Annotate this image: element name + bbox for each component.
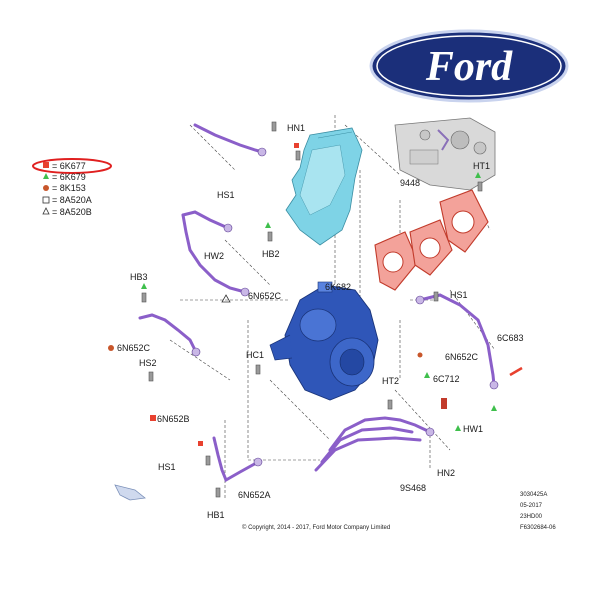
legend: = 6K677 = 6K679 = 8K153 = 8A520A = 8A520…: [32, 158, 112, 217]
label-hc1: HC1: [246, 350, 264, 360]
info-line-2: 05-2017: [520, 503, 543, 509]
legend-marker-square-outline: [42, 196, 50, 204]
label-hn1: HN1: [287, 123, 305, 133]
legend-marker-circle-filled: [43, 185, 49, 191]
label-6k682: 6K682: [325, 282, 351, 292]
label-6n652c-left: 6N652C: [117, 343, 151, 353]
part-labels: HN1 HS1 HW2 HB2 6N652C HB3 6N652C HS2 6K…: [117, 123, 524, 520]
info-line-1: 3030425A: [520, 492, 547, 498]
legend-item-2: = 6K679: [52, 172, 86, 182]
label-6n652c-right: 6N652C: [445, 352, 479, 362]
copyright-text: © Copyright, 2014 - 2017, Ford Motor Com…: [242, 524, 390, 531]
label-ht2: HT2: [382, 376, 399, 386]
label-9s468: 9S468: [400, 483, 426, 493]
legend-item-1: = 6K677: [52, 161, 86, 171]
label-hb2: HB2: [262, 249, 280, 259]
part-markers: [108, 143, 523, 446]
label-6c683: 6C683: [497, 333, 524, 343]
bolts: [141, 121, 483, 498]
legend-highlight-ring: [32, 158, 112, 174]
info-line-4: F6302684-06: [520, 525, 556, 531]
legend-item-5: = 8A520B: [52, 207, 92, 217]
ford-logo: Ford: [369, 29, 569, 103]
info-line-3: 23HD00: [520, 514, 543, 520]
label-ht1: HT1: [473, 161, 490, 171]
legend-item-4: = 8A520A: [52, 195, 92, 205]
legend-marker-triangle-outline: [42, 207, 50, 215]
legend-marker-triangle-filled: [43, 173, 49, 179]
exhaust-gaskets: [374, 189, 489, 291]
legend-item-3: = 8K153: [52, 183, 86, 193]
legend-marker-square-filled: [43, 162, 49, 168]
label-hb3: HB3: [130, 272, 148, 282]
engine-block: [394, 117, 496, 191]
label-hb1: HB1: [207, 510, 225, 520]
label-hw1: HW1: [463, 424, 483, 434]
pipe-fittings: [191, 147, 499, 467]
heat-shield: [285, 127, 363, 246]
label-6n652b: 6N652B: [157, 414, 190, 424]
coolant-oil-pipes: [138, 123, 496, 483]
label-6c712: 6C712: [433, 374, 460, 384]
turbocharger: [269, 281, 379, 401]
info-block: 3030425A 05-2017 23HD00 F6302684-06: [520, 492, 556, 531]
label-hn2: HN2: [437, 468, 455, 478]
direction-arrow-icon: [114, 484, 146, 501]
label-9448: 9448: [400, 178, 420, 188]
label-6n652a: 6N652A: [238, 490, 271, 500]
label-hw2: HW2: [204, 251, 224, 261]
label-hs1-right: HS1: [450, 290, 468, 300]
label-hs1-bottom: HS1: [158, 462, 176, 472]
ford-logo-text: Ford: [425, 44, 513, 90]
label-6n652c-top: 6N652C: [248, 291, 282, 301]
label-hs1-top: HS1: [217, 190, 235, 200]
label-hs2: HS2: [139, 358, 157, 368]
